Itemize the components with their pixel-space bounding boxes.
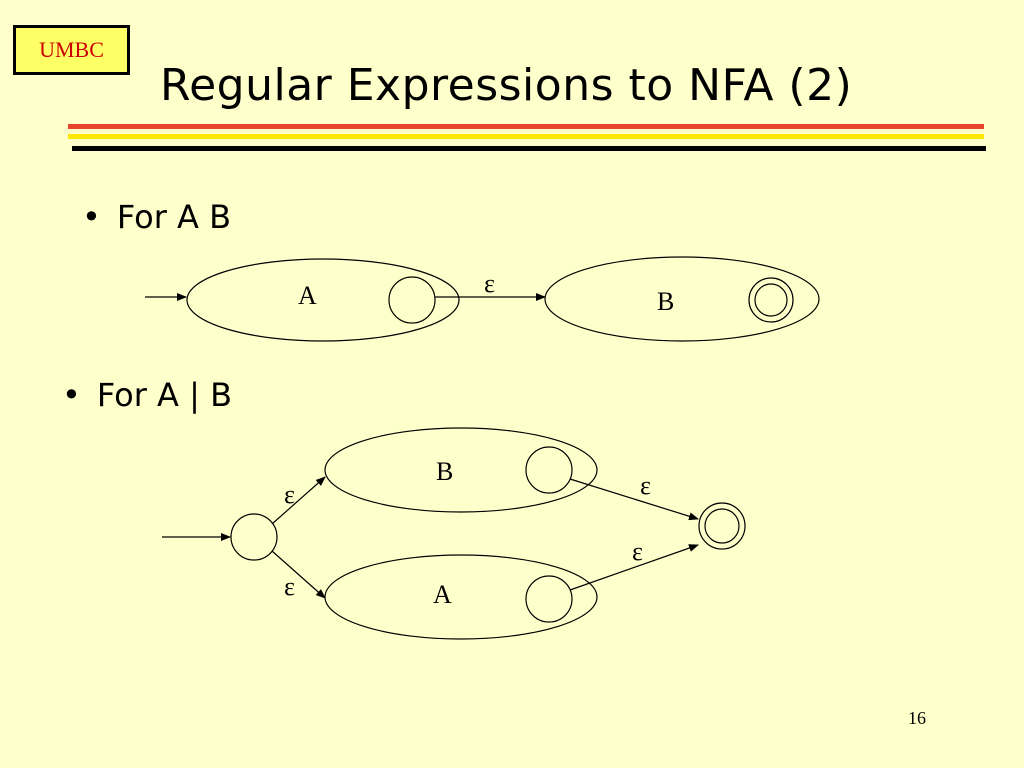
- machine-b-ellipse: [544, 256, 820, 342]
- split-bottom-epsilon-label: ε: [284, 572, 295, 601]
- machine-bottom-label: A: [433, 580, 452, 609]
- title-rule-red: [68, 124, 984, 129]
- machine-top-ellipse: [324, 427, 598, 513]
- bullet-text: For A B: [116, 198, 232, 236]
- bullet-text: For A | B: [96, 376, 233, 414]
- logo-text: UMBC: [39, 37, 104, 62]
- page-number: 16: [908, 708, 926, 728]
- machine-bottom-final-state: [525, 575, 573, 623]
- machine-top-final-state: [525, 446, 573, 494]
- union-accept-inner: [704, 508, 740, 544]
- title-rule-yellow: [68, 134, 984, 139]
- machine-top-label: B: [436, 457, 453, 486]
- machine-a-final-state: [388, 276, 436, 324]
- concat-epsilon-label: ε: [484, 269, 495, 298]
- machine-b-accept-inner: [754, 283, 788, 317]
- join-top-epsilon-label: ε: [640, 471, 651, 500]
- join-bottom-arrow: [569, 544, 699, 591]
- bullet-union: • For A | B: [62, 376, 232, 414]
- concat-diagram: A ε B: [145, 256, 820, 342]
- split-bottom-arrow: [271, 550, 326, 599]
- union-accept-outer: [698, 502, 746, 550]
- split-top-arrow: [271, 476, 326, 525]
- machine-b-label: B: [657, 287, 674, 316]
- union-diagram: ε ε B A ε ε: [162, 427, 746, 640]
- bullet-marker: •: [82, 198, 101, 236]
- machine-a-ellipse: [186, 258, 460, 342]
- umbc-logo: UMBC: [13, 25, 130, 75]
- machine-a-label: A: [298, 281, 317, 310]
- machine-bottom-ellipse: [324, 554, 598, 640]
- union-start-state: [230, 513, 278, 561]
- join-top-arrow: [569, 478, 699, 521]
- slide-title: Regular Expressions to NFA (2): [160, 60, 853, 111]
- machine-b-accept-outer: [748, 277, 794, 323]
- split-top-epsilon-label: ε: [284, 480, 295, 509]
- join-bottom-epsilon-label: ε: [632, 537, 643, 566]
- title-rule-black: [72, 146, 986, 151]
- bullet-concat: • For A B: [82, 198, 231, 236]
- bullet-marker: •: [62, 376, 81, 414]
